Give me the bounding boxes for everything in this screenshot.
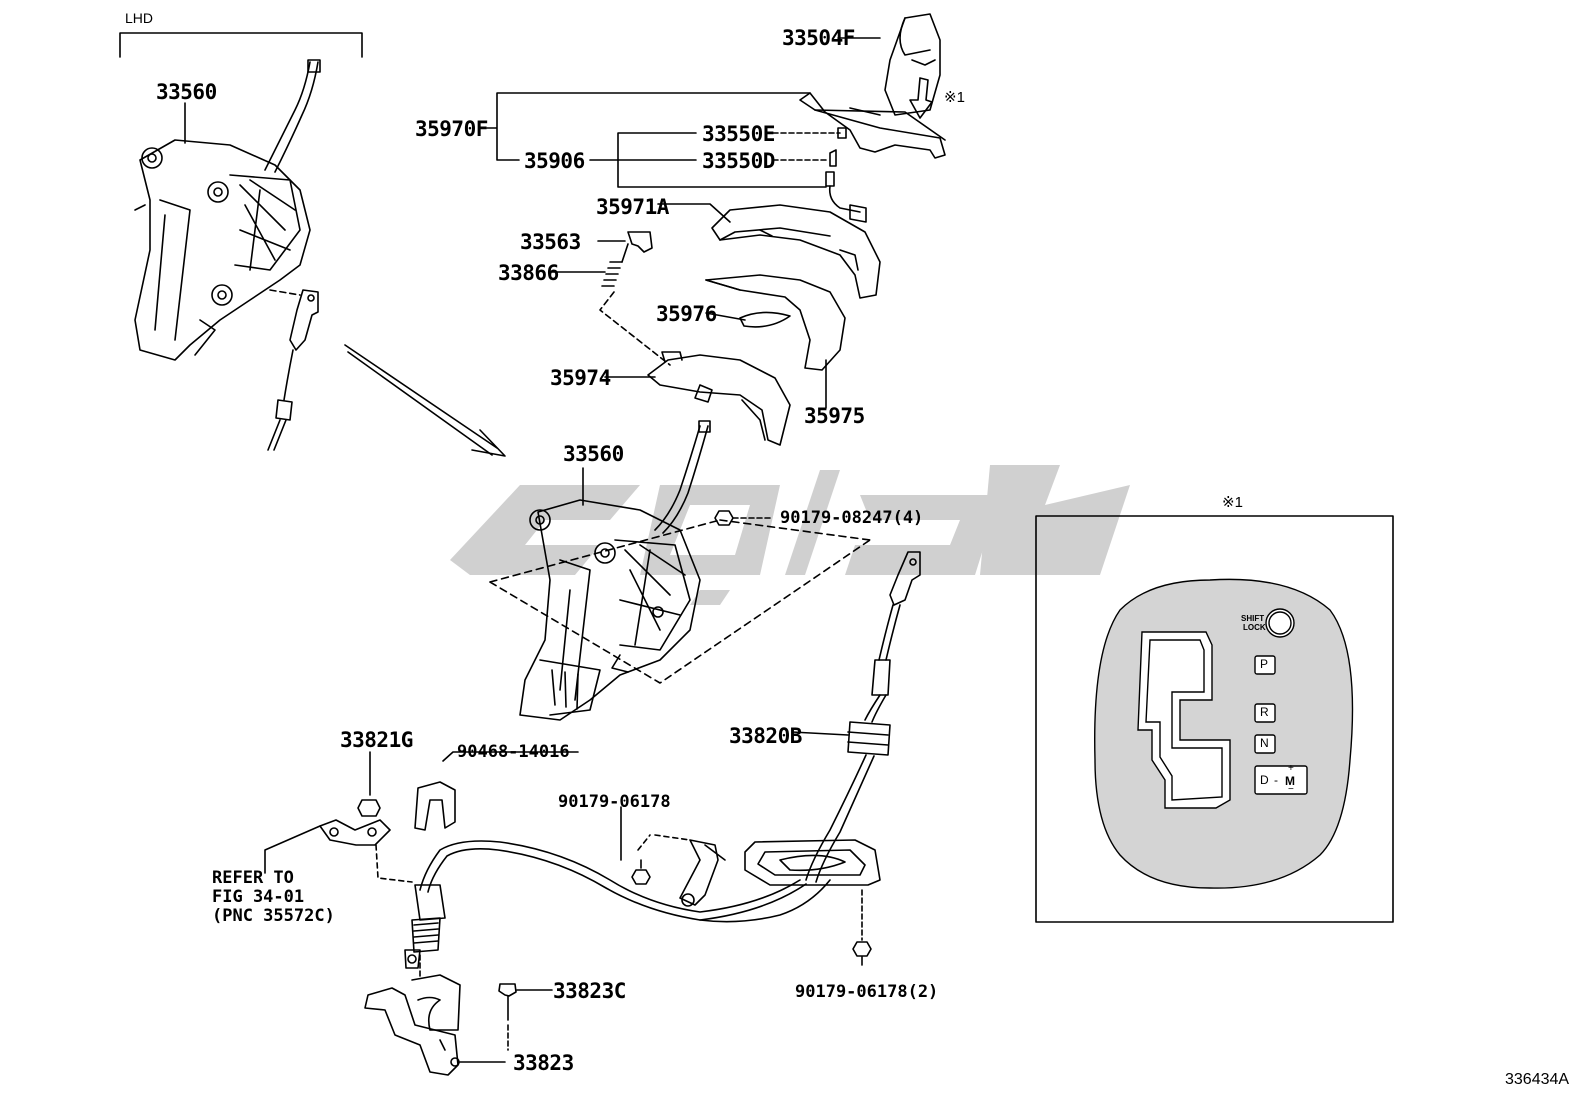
line-art [119, 13, 1394, 1076]
part-33560-center: 33560 [563, 442, 624, 466]
part-33820b: 33820B [729, 724, 802, 748]
note-mark-top: ※1 [944, 89, 965, 106]
part-33504f: 33504F [782, 26, 855, 50]
bracket-35970f [486, 92, 811, 161]
figure-id: 336434A [1505, 1071, 1570, 1088]
part-33866: 33866 [498, 261, 559, 285]
gate-plus-label: + [1288, 763, 1294, 774]
part-33563: 33563 [520, 230, 581, 254]
gate-minus-label: − [1288, 784, 1294, 795]
part-33821g: 33821G [340, 728, 413, 752]
shifter-assembly-lhd [134, 59, 321, 451]
part-35971a: 35971A [596, 195, 669, 219]
gate-p-label: P [1260, 657, 1269, 671]
gate-dash-label: - [1274, 773, 1278, 787]
note-mark-box: ※1 [1222, 494, 1243, 511]
watermark-logo [450, 465, 1130, 605]
shift-gate-panel [1094, 578, 1354, 889]
shift-lock-label-1: SHIFT [1241, 614, 1265, 623]
gate-m-label: M [1285, 774, 1295, 788]
knob-33504f [837, 13, 941, 119]
refer-line-1: REFER TO [212, 868, 294, 888]
part-90179-06178: 90179-06178 [558, 792, 671, 812]
part-35906: 35906 [524, 149, 585, 173]
part-35976: 35976 [656, 302, 717, 326]
shifter-assembly-center [489, 420, 871, 721]
shift-lock-label-2: LOCK [1243, 623, 1266, 632]
lhd-bracket [119, 32, 363, 58]
part-35974: 35974 [550, 366, 611, 390]
part-35970f: 35970F [415, 117, 488, 141]
part-35975: 35975 [804, 404, 865, 428]
part-90179-06178-2: 90179-06178(2) [795, 982, 939, 1002]
lhd-label: LHD [125, 10, 154, 26]
refer-line-3: (PNC 35572C) [212, 906, 335, 926]
part-33550d: 33550D [702, 149, 775, 173]
inset-box [1035, 515, 1394, 923]
part-90468-14016: 90468-14016 [457, 742, 570, 762]
part-90179-08247: 90179-08247(4) [780, 508, 924, 528]
part-33823c: 33823C [553, 979, 626, 1003]
gate-n-label: N [1260, 736, 1269, 750]
refer-line-2: FIG 34-01 [212, 887, 305, 907]
gate-d-label: D [1260, 773, 1269, 787]
part-33823: 33823 [513, 1051, 574, 1075]
direction-arrow [344, 344, 498, 456]
part-33550e: 33550E [702, 122, 775, 146]
part-33560-top: 33560 [156, 80, 217, 104]
gate-r-label: R [1260, 705, 1269, 719]
